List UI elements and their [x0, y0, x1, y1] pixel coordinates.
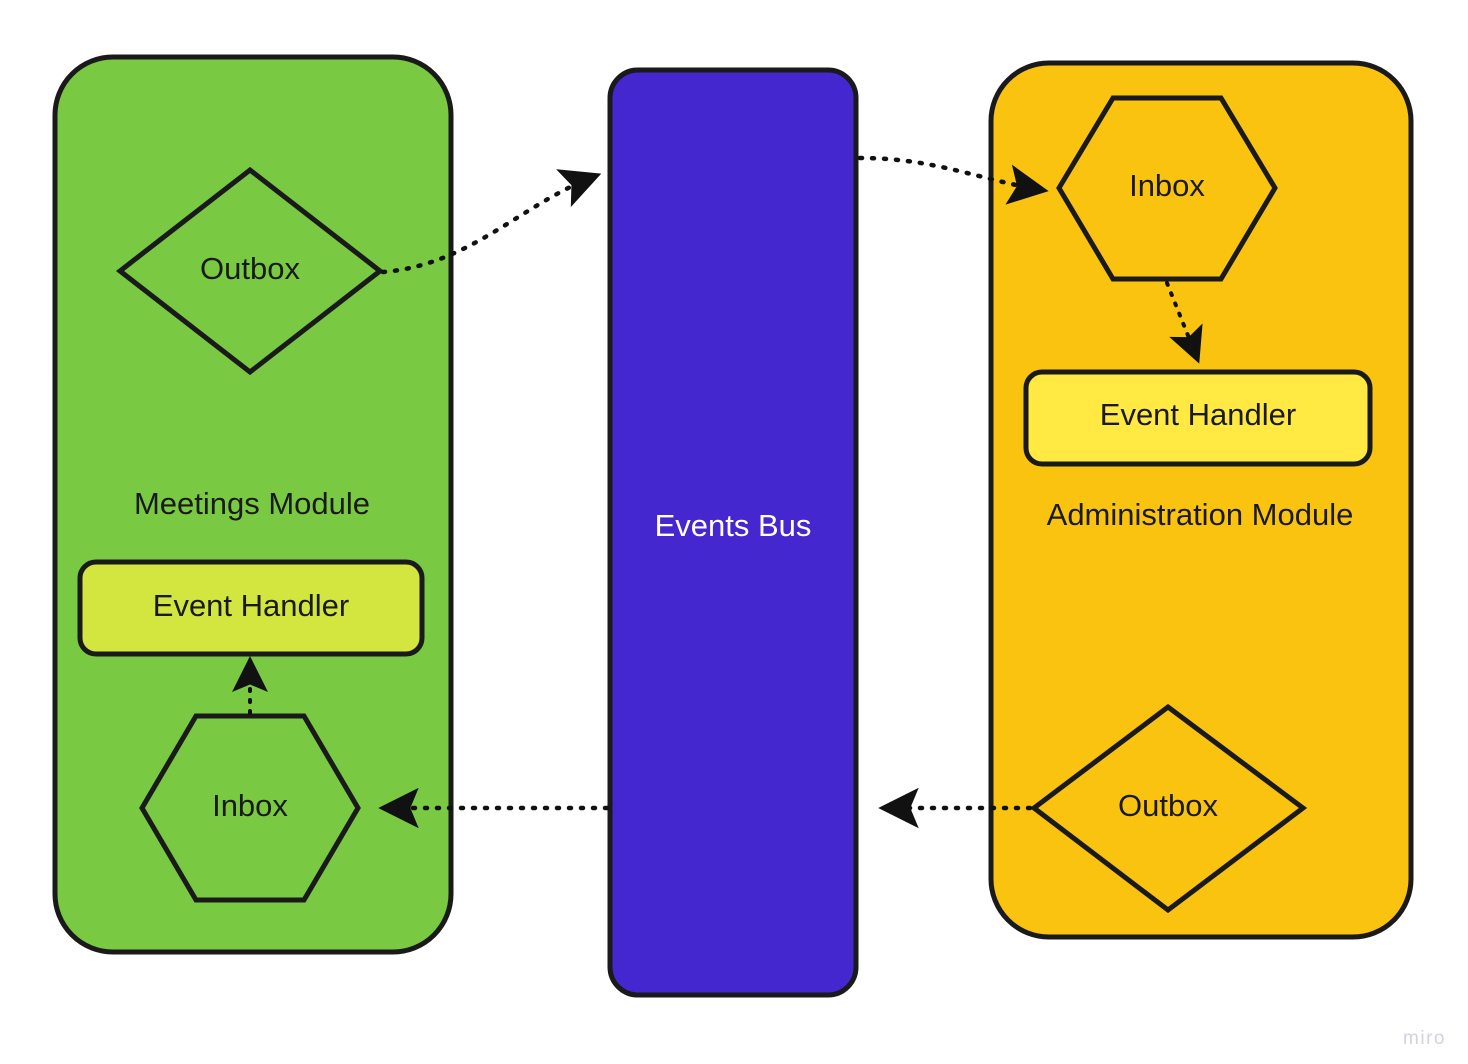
events-bus-label: Events Bus — [655, 508, 812, 543]
admin-outbox-label: Outbox — [1118, 788, 1218, 823]
handler-box[interactable] — [77, 559, 425, 657]
connector-admin-inbox-to-handler — [1165, 281, 1203, 364]
meetings-inbox-label: Inbox — [212, 788, 288, 823]
connector-meetings-outbox-to-bus — [380, 169, 602, 275]
hexagon-shape[interactable] — [139, 713, 361, 903]
meetings-event-handler-label: Event Handler — [153, 588, 349, 623]
admin-event-handler-node[interactable]: Event Handler — [1023, 369, 1373, 467]
meetings-outbox-node[interactable]: Outbox — [115, 166, 385, 376]
events-bus[interactable]: Events Bus — [607, 67, 859, 998]
admin-outbox-node[interactable]: Outbox — [1029, 703, 1308, 914]
meetings-module[interactable]: Outbox Meetings Module Event Handler Inb… — [52, 54, 454, 955]
administration-module[interactable]: Inbox Event Handler Administration Modul… — [988, 60, 1414, 940]
connector-bus-to-admin-inbox — [857, 155, 1049, 205]
hexagon-shape[interactable] — [1056, 95, 1278, 282]
meetings-event-handler-node[interactable]: Event Handler — [77, 559, 425, 657]
administration-module-container[interactable] — [988, 60, 1414, 940]
admin-inbox-label: Inbox — [1129, 168, 1205, 203]
administration-module-title: Administration Module — [1047, 497, 1354, 532]
meetings-module-title: Meetings Module — [134, 486, 370, 521]
meetings-outbox-label: Outbox — [200, 251, 300, 286]
diamond-shape[interactable] — [115, 166, 385, 376]
events-bus-container[interactable] — [607, 67, 859, 998]
handler-box[interactable] — [1023, 369, 1373, 467]
meetings-inbox-node[interactable]: Inbox — [139, 713, 361, 903]
meetings-module-container[interactable] — [52, 54, 454, 955]
diamond-shape[interactable] — [1029, 703, 1308, 914]
admin-event-handler-label: Event Handler — [1100, 397, 1296, 432]
miro-watermark: miro — [1403, 1028, 1446, 1049]
admin-inbox-node[interactable]: Inbox — [1056, 95, 1278, 282]
